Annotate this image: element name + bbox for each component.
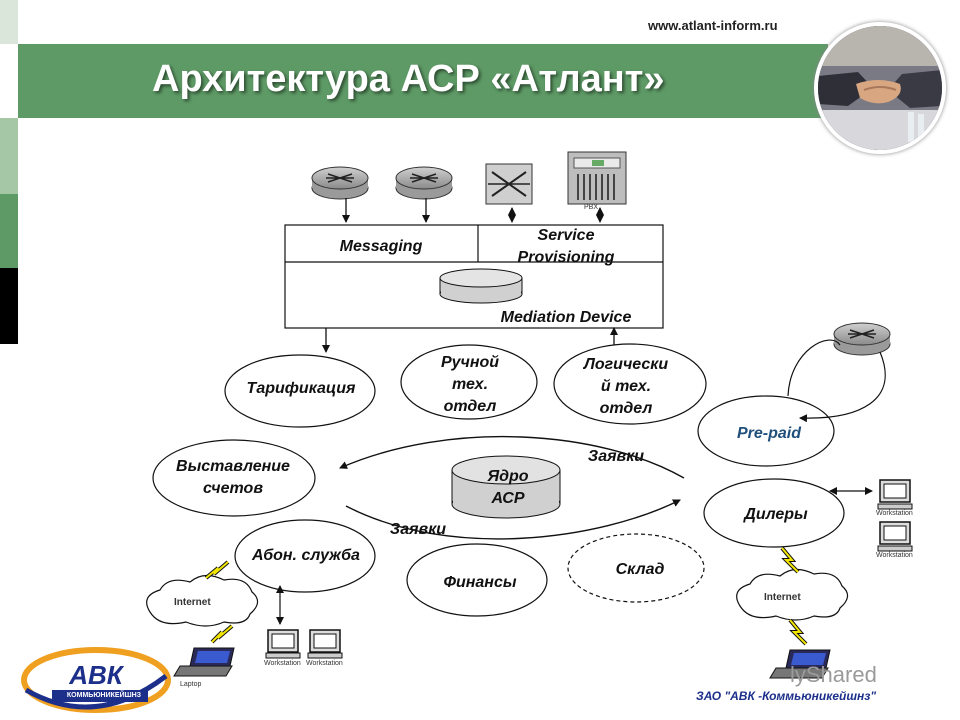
laptop-label-left: Laptop [180,681,202,688]
logo-subtitle: КОММЬЮНИКЕЙШНЗ [66,692,142,699]
sidebar-stripe-green [0,194,18,268]
router-icon-2 [395,166,453,200]
logical-tech-node [553,343,707,425]
prepaid-node [697,395,835,467]
requests-bottom-label: Заявки [389,521,447,538]
manual-tech-label-1: Ручной [440,354,500,371]
tarification-node [224,354,376,428]
switch-icon [485,163,533,205]
title-band [18,44,828,118]
company-footer: ЗАО "АВК -Коммьюникейшнз" [696,689,877,703]
manual-tech-label-2: тех. [451,376,489,393]
dealer-workstation-icon-2 [877,521,913,552]
workstation-icon-1 [265,629,301,659]
subscriber-service-label: Абон. служба [252,547,360,564]
router-icon-1 [311,166,369,200]
laptop-icon-right [769,649,831,679]
finance-node [406,543,548,617]
warehouse-node [567,533,705,603]
sidebar-stripe-dark [0,268,18,344]
prepaid-router-icon [833,322,891,356]
manual-tech-label-3: отдел [443,398,497,415]
tarification-label: Тарификация [246,380,356,397]
internet-label-right: Internet [764,592,801,603]
manual-tech-node [400,344,538,420]
core-database-icon [451,455,561,519]
internet-cloud-icon-right [736,568,849,621]
site-url[interactable]: www.atlant-inform.ru [648,18,778,33]
dealer-workstation-icon-1 [877,479,913,510]
subscriber-service-node [234,519,376,593]
billing-node [152,439,316,517]
pbx-icon [567,151,627,205]
laptop-icon-left [173,647,235,677]
dealers-node [703,478,845,548]
internet-label-left: Internet [174,597,211,608]
prepaid-label: Pre-paid [736,425,801,442]
dealer-workstation-label-2: Workstation [876,552,913,559]
warehouse-label: Склад [615,561,665,578]
avk-logo [21,647,171,713]
dealers-label: Дилеры [744,506,808,523]
logo-letters: АВК [69,660,123,690]
core-label-1: Ядро [487,468,529,485]
pbx-label: PBX [584,204,599,211]
logical-tech-label-3: отдел [599,400,653,417]
service-provisioning-label-2: Provisioning [517,249,615,266]
sidebar-stripe-light-top [0,0,18,44]
core-label-2: АСР [491,490,525,507]
internet-cloud-icon-left [146,574,259,627]
page-title: Архитектура АСР «Атлант» [152,58,665,100]
logical-tech-label-2: й тех. [600,378,652,395]
finance-label: Финансы [443,574,517,591]
messaging-label: Messaging [339,238,423,255]
dealer-workstation-label-1: Workstation [876,510,913,517]
workstation-icon-2 [307,629,343,659]
mediation-device-label: Mediation Device [500,309,632,326]
service-provisioning-label-1: Service [537,227,595,244]
watermark: lyShared [790,662,877,687]
logical-tech-label-1: Логически [583,356,669,373]
requests-top-label: Заявки [587,448,645,465]
workstation-label-1: Workstation [264,660,301,667]
billing-label-2: счетов [203,480,263,497]
billing-label-1: Выставление [176,458,290,475]
mediation-database-icon [439,268,523,304]
workstation-label-2: Workstation [306,660,343,667]
sidebar-stripe-light [0,118,18,194]
